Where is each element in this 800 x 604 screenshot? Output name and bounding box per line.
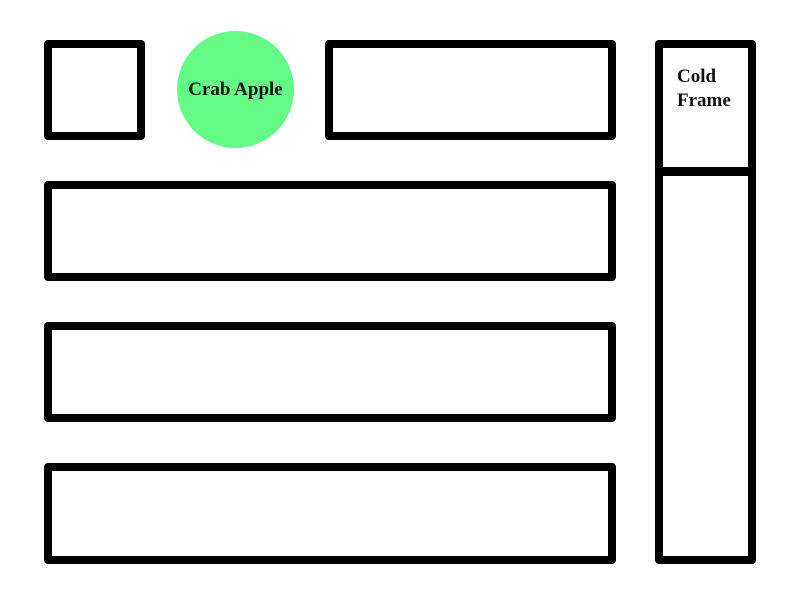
crab-apple-label: Crab Apple — [188, 78, 283, 100]
cold-frame-label-line2: Frame — [677, 90, 731, 111]
tall-side-bed — [655, 40, 756, 564]
cold-frame-divider — [655, 167, 756, 176]
raised-bed-3 — [44, 463, 616, 564]
cold-frame-label: Cold Frame — [677, 65, 731, 113]
raised-bed-2 — [44, 322, 616, 422]
crab-apple-tree: Crab Apple — [177, 31, 294, 148]
top-wide-bed — [325, 40, 616, 140]
raised-bed-1 — [44, 181, 616, 281]
small-square-bed — [44, 40, 145, 140]
cold-frame-label-line1: Cold — [677, 66, 717, 87]
